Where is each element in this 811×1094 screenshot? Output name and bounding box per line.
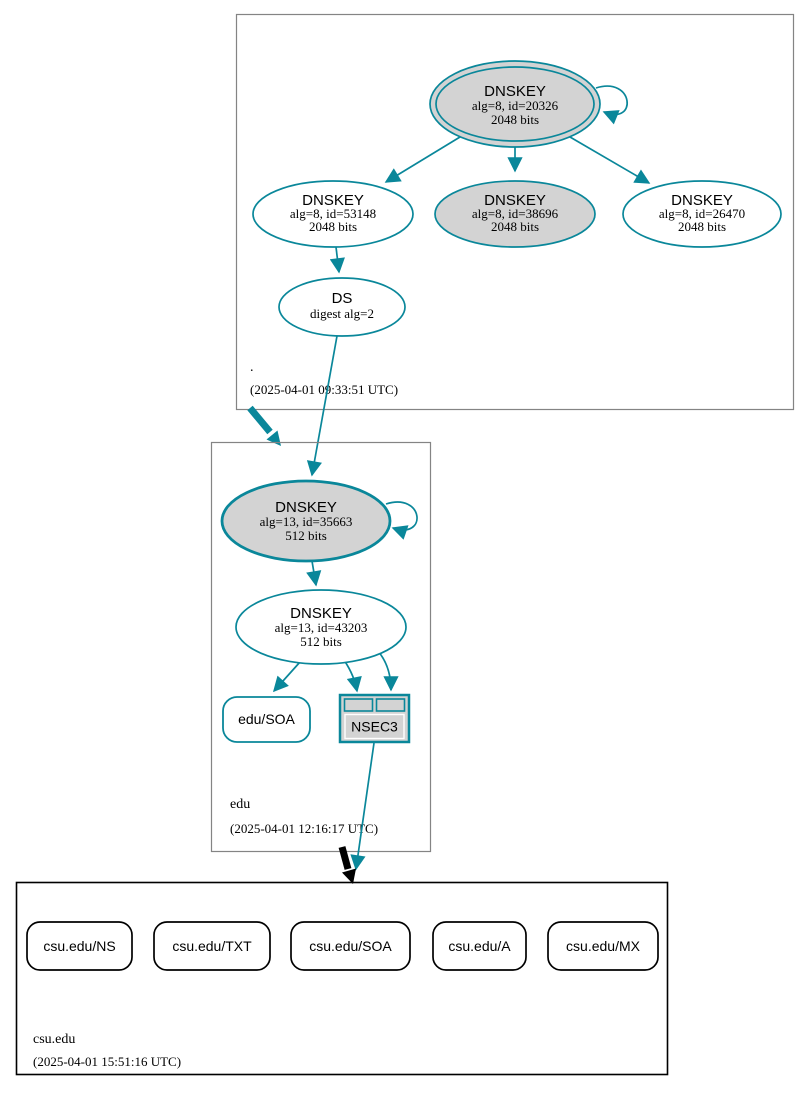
zone-edu: DNSKEY alg=13, id=35663 512 bits DNSKEY … (210, 441, 432, 853)
node-edu-nsec3-cell-left (343, 698, 374, 712)
node-root-dnskey-38696-detail2: 2048 bits (491, 219, 539, 234)
edge-edu-zsk-to-nsec3-left (343, 659, 362, 693)
zone-csu-name-label: csu.edu (33, 1032, 75, 1047)
node-edu-dnskey-35663-ellipse[interactable] (220, 479, 392, 563)
node-csu-mx-label: csu.edu/MX (566, 938, 641, 954)
node-edu-dnskey-43203-title: DNSKEY (290, 605, 352, 622)
zone-root-timestamp: (2025-04-01 09:33:51 UTC) (250, 382, 398, 397)
node-csu-txt-box[interactable] (153, 921, 271, 971)
edge-edu-ksk-self-sign-loop (385, 501, 418, 540)
node-csu-soa-box[interactable] (290, 921, 411, 971)
node-csu-ns-box[interactable] (26, 921, 133, 971)
node-edu-nsec3-cell-right (375, 698, 406, 712)
node-root-dnskey-53148-detail1: alg=8, id=53148 (290, 206, 376, 221)
zone-box-csu (15, 881, 669, 1076)
node-edu-dnskey-43203-detail2: 512 bits (300, 634, 342, 649)
delegation-arrow-edu-to-csu-head (342, 868, 356, 884)
zone-edu-timestamp: (2025-04-01 12:16:17 UTC) (230, 821, 378, 836)
edge-edu-zsk-to-soa (272, 661, 301, 693)
node-csu-soa-label: csu.edu/SOA (309, 938, 392, 954)
node-edu-dnskey-43203[interactable]: DNSKEY alg=13, id=43203 512 bits (235, 589, 407, 665)
node-root-dnskey-38696-ellipse[interactable] (434, 180, 596, 248)
zone-csu-timestamp: (2025-04-01 15:51:16 UTC) (33, 1054, 181, 1069)
node-edu-dnskey-35663-detail1: alg=13, id=35663 (260, 514, 353, 529)
node-root-dnskey-20326-inner-ellipse (435, 66, 595, 142)
node-edu-soa-box[interactable] (222, 696, 311, 743)
node-root-dnskey-26470-detail2: 2048 bits (678, 219, 726, 234)
node-edu-dnskey-35663[interactable]: DNSKEY alg=13, id=35663 512 bits (220, 479, 392, 563)
node-csu-txt-rrset[interactable]: csu.edu/TXT (153, 921, 271, 971)
node-csu-a-box[interactable] (432, 921, 527, 971)
node-root-dnskey-53148-detail2: 2048 bits (309, 219, 357, 234)
zone-edu-name-label: edu (230, 797, 250, 812)
node-root-dnskey-53148-ellipse[interactable] (252, 180, 414, 248)
node-edu-nsec3[interactable]: NSEC3 (338, 693, 411, 744)
node-edu-dnskey-35663-detail2: 512 bits (285, 528, 327, 543)
node-csu-a-rrset[interactable]: csu.edu/A (432, 921, 527, 971)
node-csu-mx-box[interactable] (547, 921, 659, 971)
zone-root-name-label: . (250, 360, 254, 375)
node-root-ds-ellipse[interactable] (278, 277, 406, 337)
edge-root-ksk-self-sign-loop (595, 85, 628, 125)
edge-root-ds-to-edu-ksk (306, 335, 338, 477)
zone-root: DNSKEY alg=8, id=20326 2048 bits DNSKEY … (235, 13, 795, 411)
node-root-ds[interactable]: DS digest alg=2 (278, 277, 406, 337)
delegation-arrow-edu-to-csu-shaft (338, 846, 352, 870)
node-edu-dnskey-35663-title: DNSKEY (275, 499, 337, 516)
node-root-ds-title: DS (332, 290, 353, 307)
node-root-dnskey-20326-detail1: alg=8, id=20326 (472, 98, 559, 113)
node-csu-txt-label: csu.edu/TXT (172, 938, 252, 954)
edge-root-ksk-to-zsk-53148 (384, 136, 461, 183)
node-edu-nsec3-label-cell (344, 713, 405, 740)
node-edu-nsec3-label: NSEC3 (351, 719, 398, 735)
node-edu-soa-rrset[interactable]: edu/SOA (222, 696, 311, 743)
node-root-dnskey-26470-ellipse[interactable] (622, 180, 782, 248)
edge-root-ksk-to-zsk-26470 (569, 136, 651, 184)
node-csu-ns-label: csu.edu/NS (43, 938, 115, 954)
node-root-dnskey-20326-title: DNSKEY (484, 83, 546, 100)
node-csu-mx-rrset[interactable]: csu.edu/MX (547, 921, 659, 971)
node-root-dnskey-20326-outer-ellipse[interactable] (429, 60, 601, 148)
zone-box-edu (210, 441, 432, 853)
node-root-dnskey-38696-title: DNSKEY (484, 192, 546, 209)
delegation-arrow-edu-to-csu (338, 846, 356, 884)
zone-box-root (235, 13, 795, 411)
delegation-arrow-root-to-edu-shaft (247, 405, 273, 435)
node-csu-ns-rrset[interactable]: csu.edu/NS (26, 921, 133, 971)
edge-edu-ksk-to-zsk (306, 560, 322, 587)
zone-csu: csu.edu/NS csu.edu/TXT csu.edu/SOA csu.e… (15, 881, 669, 1076)
node-root-dnskey-38696[interactable]: DNSKEY alg=8, id=38696 2048 bits (434, 180, 596, 248)
node-root-dnskey-26470-title: DNSKEY (671, 192, 733, 209)
node-edu-dnskey-43203-detail1: alg=13, id=43203 (275, 620, 368, 635)
node-root-dnskey-20326-detail2: 2048 bits (491, 112, 539, 127)
node-csu-soa-rrset[interactable]: csu.edu/SOA (290, 921, 411, 971)
delegation-arrow-root-to-edu (247, 405, 281, 446)
edge-root-zsk-53148-to-ds (329, 246, 345, 274)
node-root-dnskey-26470[interactable]: DNSKEY alg=8, id=26470 2048 bits (622, 180, 782, 248)
node-edu-dnskey-43203-ellipse[interactable] (235, 589, 407, 665)
node-csu-a-label: csu.edu/A (448, 938, 511, 954)
node-edu-soa-label: edu/SOA (238, 711, 295, 727)
node-root-dnskey-26470-detail1: alg=8, id=26470 (659, 206, 745, 221)
node-root-dnskey-20326[interactable]: DNSKEY alg=8, id=20326 2048 bits (429, 60, 601, 148)
edge-edu-nsec3-to-csu-zone (350, 742, 375, 871)
node-root-dnskey-53148-title: DNSKEY (302, 192, 364, 209)
node-root-dnskey-53148[interactable]: DNSKEY alg=8, id=53148 2048 bits (252, 180, 414, 248)
node-root-dnskey-38696-detail1: alg=8, id=38696 (472, 206, 559, 221)
edge-edu-zsk-to-nsec3-right (377, 650, 399, 692)
node-root-ds-detail1: digest alg=2 (310, 306, 374, 321)
